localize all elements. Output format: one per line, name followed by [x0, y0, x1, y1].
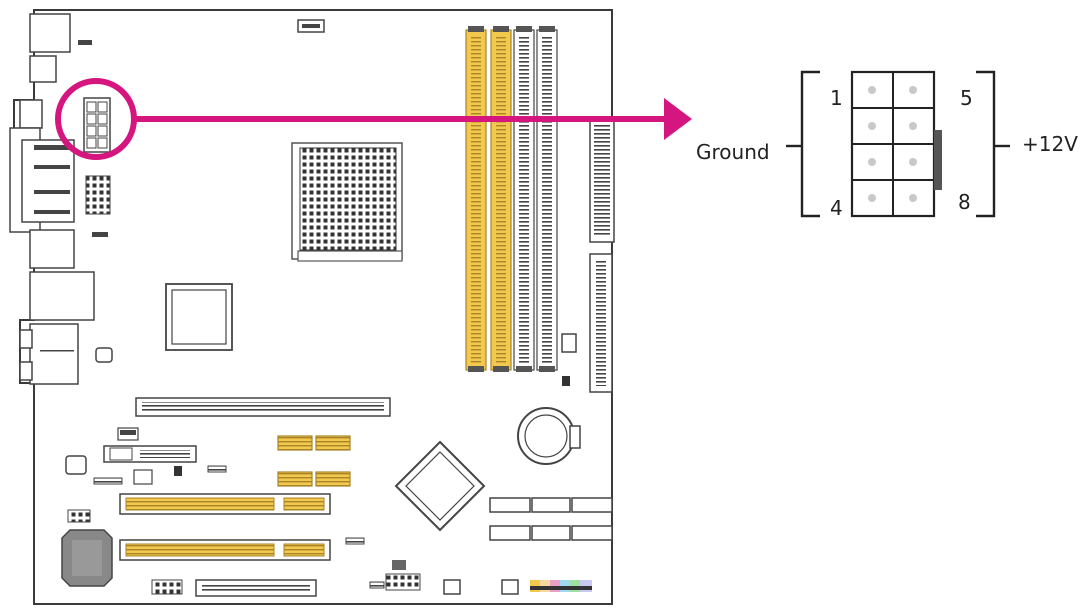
front-panel-header	[530, 580, 592, 592]
southbridge	[394, 440, 486, 532]
power-12v-label: +12V	[1022, 132, 1078, 156]
cpu-power-connector-on-board	[83, 97, 111, 153]
pin-8-label: 8	[958, 190, 971, 214]
pcie-x16-slot	[135, 397, 391, 417]
connector-detail	[850, 70, 942, 218]
ide-connector	[589, 253, 613, 393]
connector-latch	[934, 130, 942, 190]
chipset	[165, 283, 233, 351]
pin-5-label: 5	[960, 86, 973, 110]
motherboard	[9, 9, 615, 605]
jumpers	[277, 435, 351, 487]
battery	[517, 407, 581, 465]
pin-4-label: 4	[830, 196, 843, 220]
brackets	[786, 70, 1010, 218]
pointer-arrowhead	[664, 98, 692, 140]
connector-pins	[868, 86, 917, 202]
super-io-chip	[61, 529, 113, 587]
memory-slots	[465, 26, 558, 372]
pcie-x1-slot	[103, 445, 197, 463]
pin-1-label: 1	[830, 86, 843, 110]
ground-label: Ground	[696, 140, 770, 164]
sata-ports	[489, 497, 613, 541]
pci-slots	[119, 493, 331, 561]
atx-power-connector	[589, 117, 615, 243]
cpu-socket	[291, 142, 403, 262]
